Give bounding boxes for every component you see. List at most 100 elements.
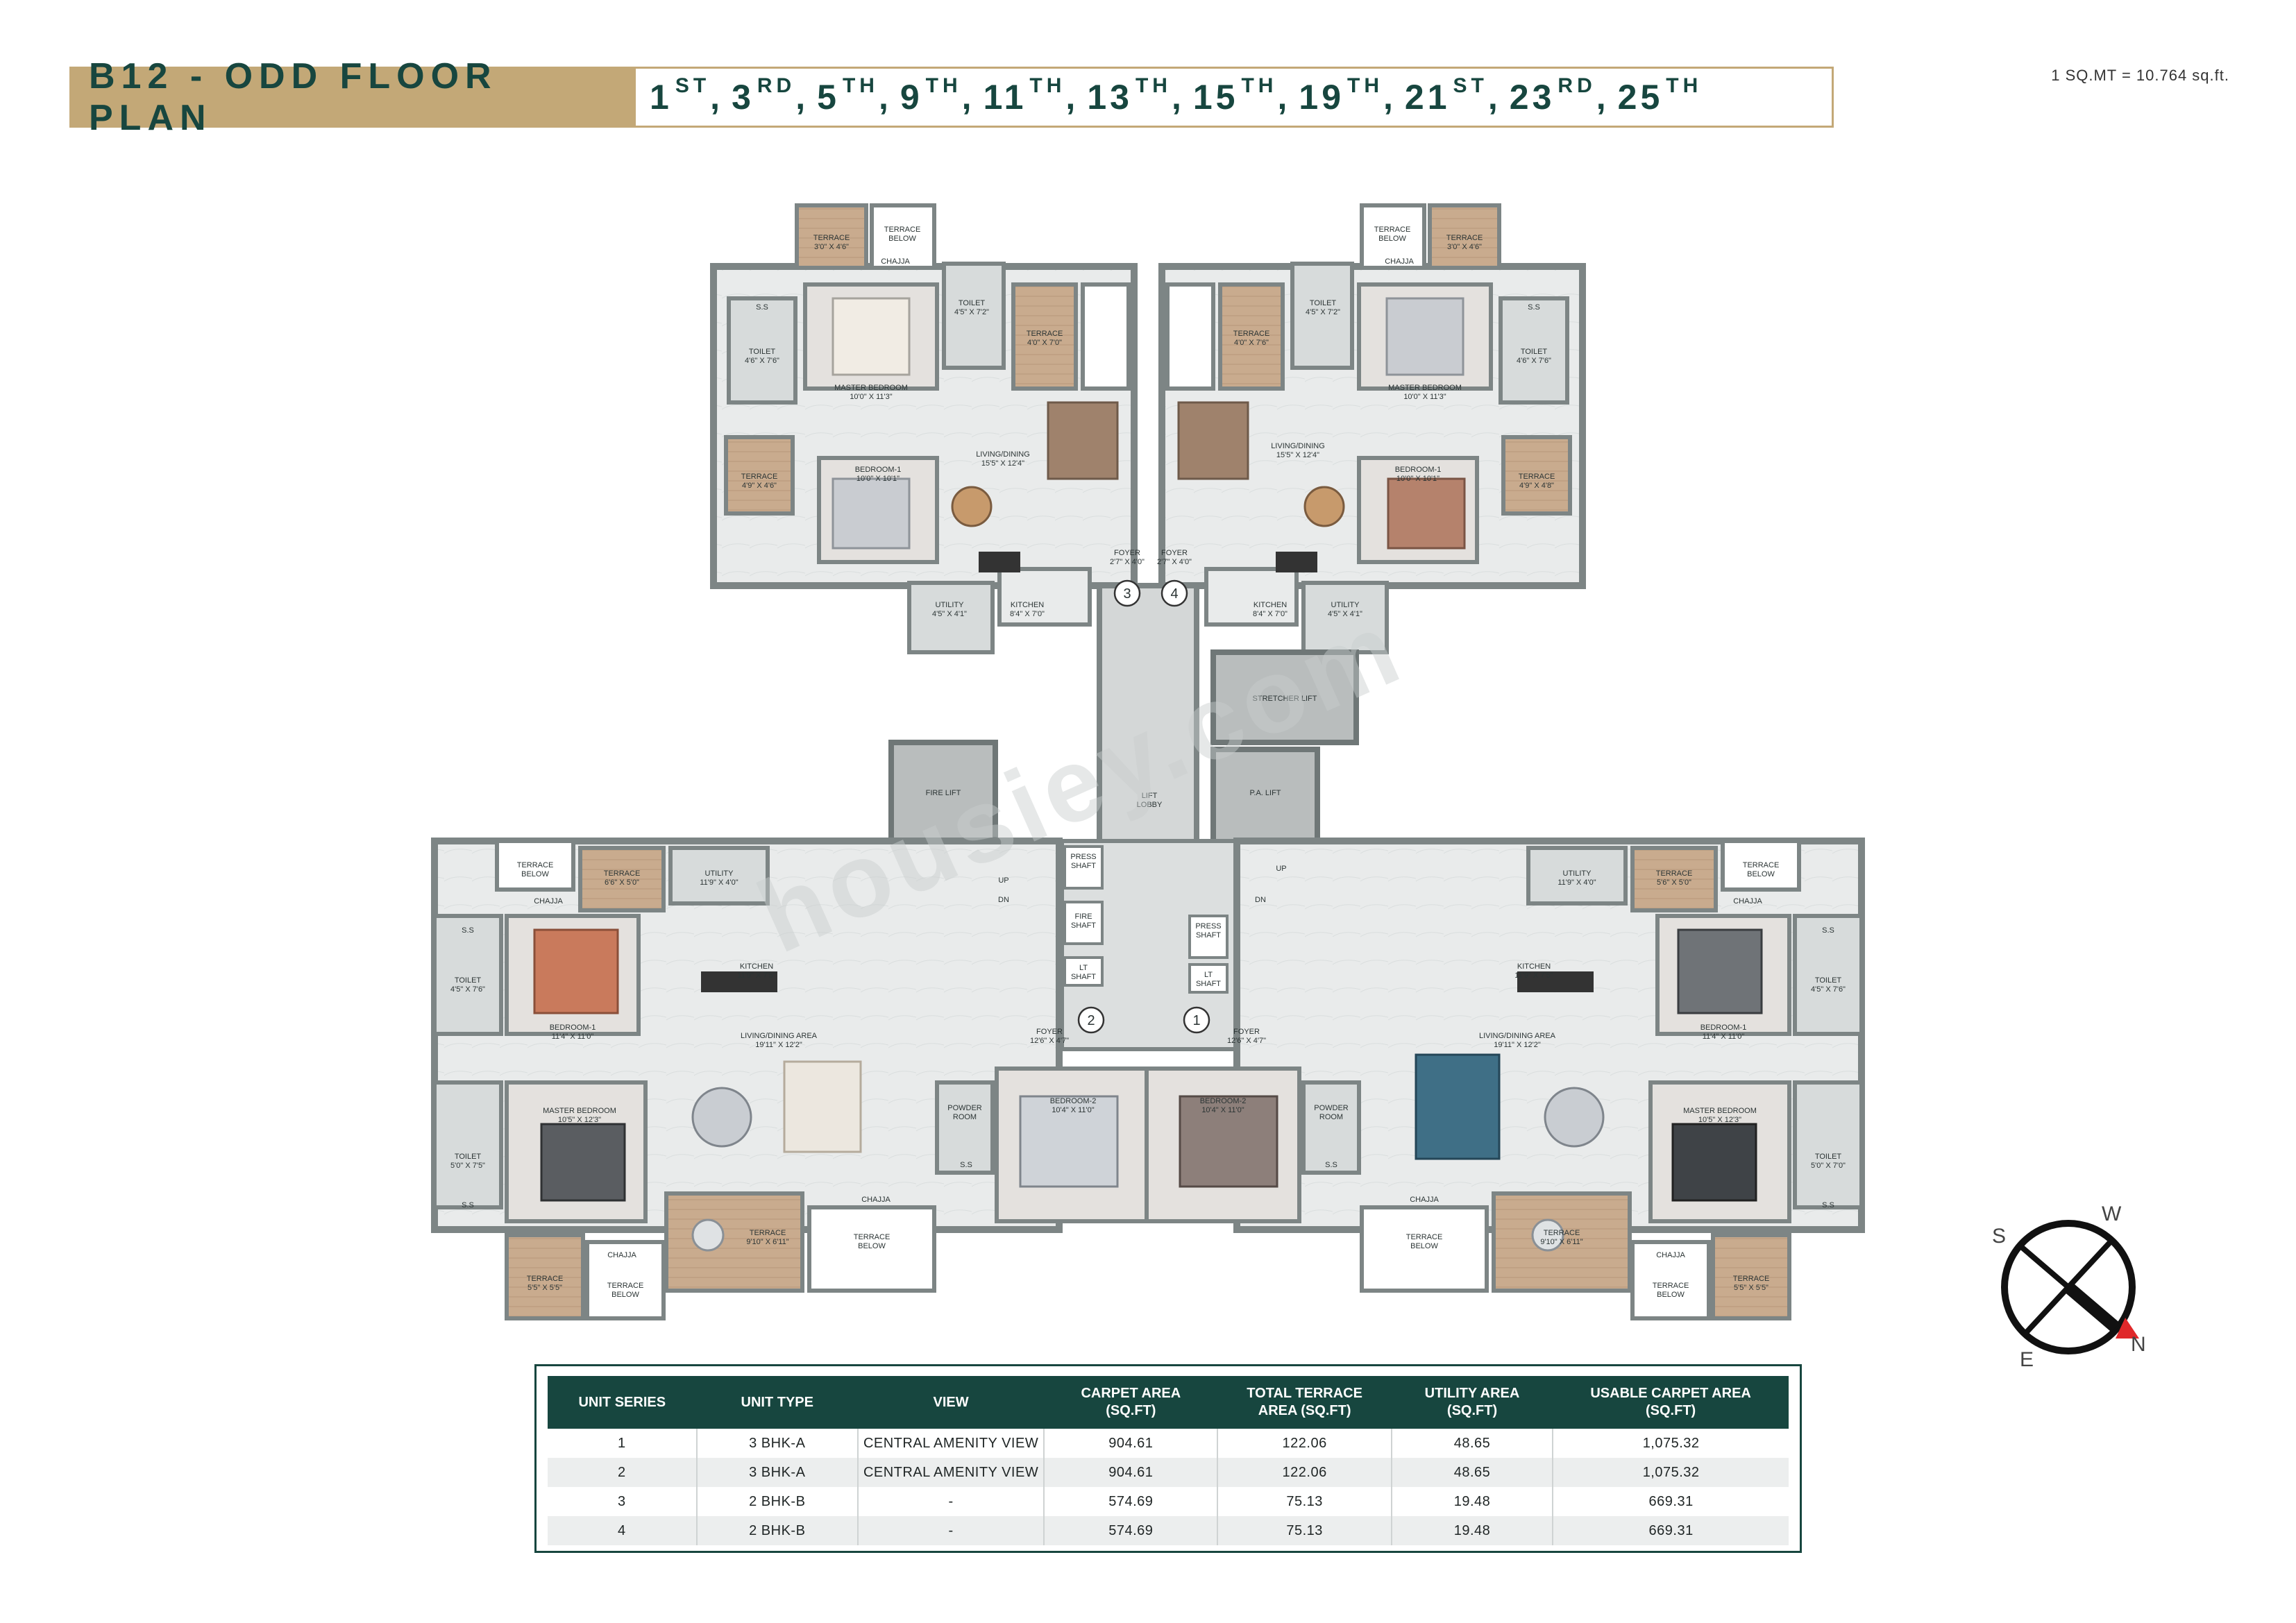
unit3-terrace-below-top xyxy=(870,203,936,270)
label-u1-kitchen: KITCHEN xyxy=(1517,962,1551,971)
fire-lift xyxy=(888,740,998,849)
svg-text:5'6" X 5'0": 5'6" X 5'0" xyxy=(1657,878,1691,887)
label-u2-chajja: CHAJJA xyxy=(534,897,563,906)
svg-text:BELOW: BELOW xyxy=(521,870,549,878)
svg-text:S.S: S.S xyxy=(1822,1201,1834,1209)
table-cell: 2 xyxy=(548,1458,698,1487)
label-stair-up-left: UP xyxy=(998,876,1008,885)
label-u1-powder: POWDER xyxy=(1314,1104,1349,1112)
svg-text:11'4" X 11'0": 11'4" X 11'0" xyxy=(552,1033,594,1041)
svg-text:CHAJJA: CHAJJA xyxy=(1656,1251,1685,1259)
svg-text:CHAJJA: CHAJJA xyxy=(861,1196,890,1204)
floor-number: 3 xyxy=(732,78,754,117)
table-cell: 2 BHK-B xyxy=(696,1487,859,1516)
label-u1-toilet-a: TOILET xyxy=(1815,976,1842,985)
label-u2-terrace-c: TERRACE xyxy=(527,1275,564,1283)
unit-4-labels: MASTER BEDROOM 10'0" X 11'3" BEDROOM-1 1… xyxy=(1157,226,1555,618)
svg-text:4'6" X 7'6": 4'6" X 7'6" xyxy=(745,357,779,365)
table-cell: 75.13 xyxy=(1217,1516,1392,1545)
label-u2-foyer: FOYER xyxy=(1036,1028,1063,1036)
svg-text:4'5" X 4'1": 4'5" X 4'1" xyxy=(932,610,967,618)
label-u4-toilet-b: TOILET xyxy=(1310,299,1337,307)
floor-number: 1 xyxy=(650,78,673,117)
table-cell: 1 xyxy=(548,1429,698,1458)
svg-text:BELOW: BELOW xyxy=(611,1291,639,1299)
floor-separator: , xyxy=(710,78,724,117)
svg-text:BELOW: BELOW xyxy=(888,235,916,243)
table-cell: CENTRAL AMENITY VIEW xyxy=(857,1458,1045,1487)
label-u3-chajja: CHAJJA xyxy=(881,257,910,266)
svg-text:S.S: S.S xyxy=(1325,1161,1337,1169)
label-u4-terrace-right: TERRACE xyxy=(1519,473,1555,481)
table-cell: 904.61 xyxy=(1044,1458,1219,1487)
table-cell: 3 BHK-A xyxy=(696,1458,859,1487)
label-press-shaft-right: PRESS xyxy=(1195,922,1221,931)
label-lt-shaft-right: LT xyxy=(1204,971,1213,979)
svg-text:CHAJJA: CHAJJA xyxy=(607,1251,636,1259)
floor-number: 21 xyxy=(1404,78,1451,117)
north-arrow-icon xyxy=(2116,1318,2139,1339)
label-u2-terrace-a: TERRACE xyxy=(604,869,641,878)
svg-text:12'6" X 4'7": 12'6" X 4'7" xyxy=(1227,1037,1266,1045)
label-u1-chajja: CHAJJA xyxy=(1733,897,1762,906)
label-stair-dn-left: DN xyxy=(998,896,1009,904)
svg-text:5'5" X 5'5": 5'5" X 5'5" xyxy=(1734,1284,1769,1292)
table-cell: 75.13 xyxy=(1217,1487,1392,1516)
label-u1-foyer: FOYER xyxy=(1233,1028,1260,1036)
svg-text:SHAFT: SHAFT xyxy=(1071,921,1096,930)
label-u2-master-bedroom: MASTER BEDROOM xyxy=(543,1107,616,1115)
table-cell: 3 xyxy=(548,1487,698,1516)
label-u3-terrace-below: TERRACE xyxy=(884,226,921,234)
floor-separator: , xyxy=(878,78,892,117)
svg-text:4'5" X 7'2": 4'5" X 7'2" xyxy=(954,308,989,316)
label-u1-terrace-below-c: TERRACE xyxy=(1653,1282,1689,1290)
stretcher-lift xyxy=(1210,649,1359,745)
table-cell: - xyxy=(857,1487,1045,1516)
floor-number: 11 xyxy=(983,78,1027,117)
table-header-cell: USABLE CARPET AREA(SQ.FT) xyxy=(1553,1376,1789,1429)
svg-text:4'5" X 7'6": 4'5" X 7'6" xyxy=(450,985,485,994)
label-u2-utility: UTILITY xyxy=(705,869,734,878)
svg-text:15'5" X 12'4": 15'5" X 12'4" xyxy=(1276,451,1319,459)
svg-text:5'5" X 5'5": 5'5" X 5'5" xyxy=(527,1284,562,1292)
label-u4-bedroom1: BEDROOM-1 xyxy=(1395,466,1442,474)
table-cell: 669.31 xyxy=(1648,1493,1694,1509)
svg-text:10'0" X 11'3": 10'0" X 11'3" xyxy=(850,393,892,401)
label-u1-bedroom2: BEDROOM-2 xyxy=(1200,1097,1247,1105)
label-u4-living: LIVING/DINING xyxy=(1271,442,1325,450)
floor-number: 25 xyxy=(1617,78,1664,117)
label-u1-terrace-b: TERRACE xyxy=(1544,1229,1580,1237)
unit3-toilet-a xyxy=(727,296,797,405)
floor-separator: , xyxy=(1277,78,1291,117)
table-cell: 48.65 xyxy=(1391,1458,1554,1487)
svg-text:4'0" X 7'6": 4'0" X 7'6" xyxy=(1234,339,1269,347)
compass-e: E xyxy=(2020,1348,2034,1371)
passenger-lift xyxy=(1210,747,1320,849)
label-u1-terrace-below-b: TERRACE xyxy=(1406,1233,1443,1241)
svg-text:BELOW: BELOW xyxy=(1378,235,1406,243)
floor-number: 19 xyxy=(1299,78,1345,117)
svg-text:11'9" X 7'5": 11'9" X 7'5" xyxy=(737,971,775,980)
unit-4-block xyxy=(1158,203,1586,654)
label-u3-toilet-a: TOILET xyxy=(749,348,776,356)
floor-suffix: TH xyxy=(1241,74,1278,97)
label-stair-up-right: UP xyxy=(1276,865,1286,873)
unit-1-block xyxy=(1145,838,1865,1320)
svg-text:9'10" X 6'11": 9'10" X 6'11" xyxy=(1540,1238,1582,1246)
label-u2-ss: S.S xyxy=(462,926,474,935)
table-header-cell: UNIT SERIES xyxy=(548,1376,697,1429)
compass-w: W xyxy=(2102,1203,2122,1225)
label-lt-shaft-left: LT xyxy=(1079,964,1088,972)
label-u3-foyer: FOYER xyxy=(1114,549,1140,557)
label-u2-bedroom1: BEDROOM-1 xyxy=(550,1023,596,1032)
label-stair-dn-right: DN xyxy=(1255,896,1266,904)
svg-text:15'5" X 12'4": 15'5" X 12'4" xyxy=(981,459,1024,468)
label-u2-toilet-b: TOILET xyxy=(455,1153,482,1161)
